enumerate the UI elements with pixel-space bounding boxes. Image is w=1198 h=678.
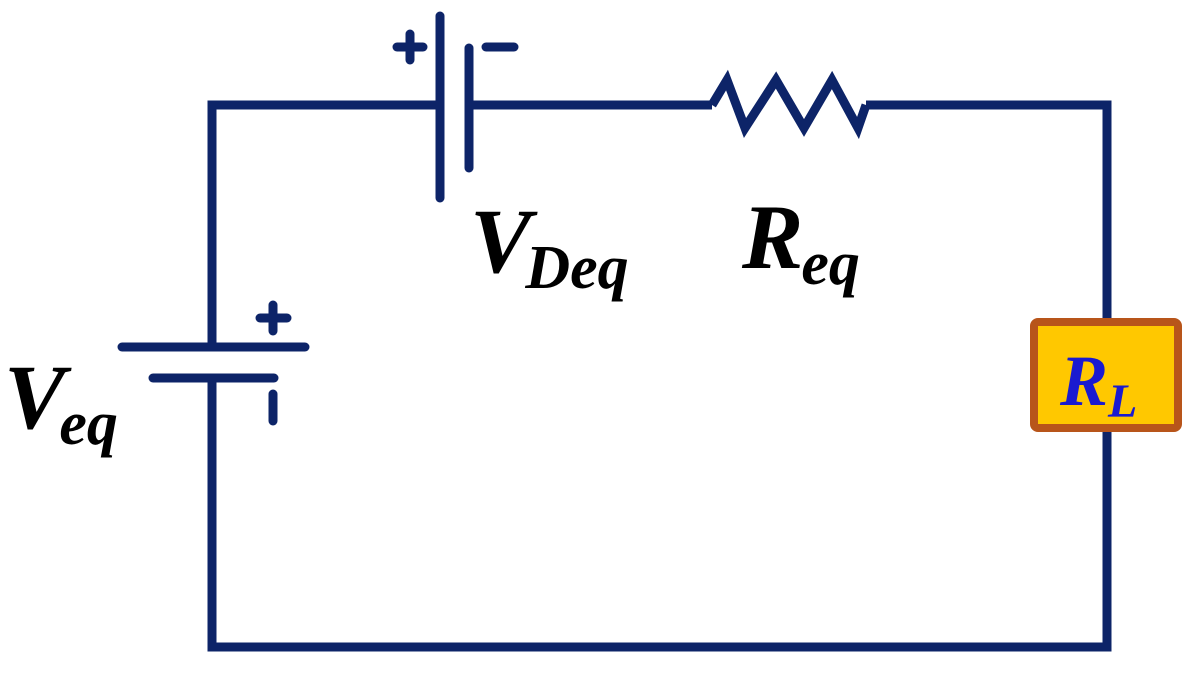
req-label-sub: eq bbox=[801, 230, 860, 298]
vdeq-label: VDeq bbox=[470, 190, 629, 302]
vdeq-label-main: V bbox=[470, 190, 538, 292]
battery-veq bbox=[117, 300, 310, 426]
load-rl-label-main: R bbox=[1059, 341, 1108, 421]
req-label-main: R bbox=[741, 186, 803, 288]
load-rl: RL bbox=[1030, 318, 1182, 432]
wire-bottom-loop bbox=[207, 378, 1112, 652]
load-rl-label: RL bbox=[1059, 341, 1137, 428]
battery-vdeq bbox=[392, 11, 519, 203]
resistor-req-zigzag bbox=[708, 69, 871, 140]
veq-label: Veq bbox=[4, 346, 118, 458]
req-label: Req bbox=[741, 186, 860, 298]
load-rl-label-sub: L bbox=[1107, 375, 1137, 428]
wire-top-right bbox=[866, 100, 1112, 322]
load-rl-box bbox=[1030, 318, 1182, 432]
vdeq-label-sub: Deq bbox=[524, 234, 628, 302]
veq-label-main: V bbox=[4, 346, 72, 448]
veq-label-sub: eq bbox=[59, 390, 118, 458]
circuit-wires bbox=[207, 100, 1112, 652]
wire-left-upper bbox=[207, 100, 438, 347]
